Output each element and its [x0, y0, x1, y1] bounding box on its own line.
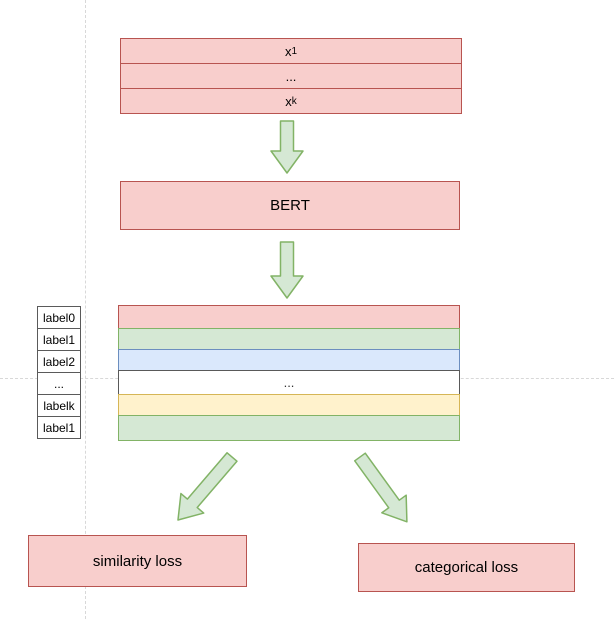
input-row-subscript: k — [291, 95, 297, 107]
label-box: label1 — [37, 328, 81, 351]
embedding-row-green — [118, 328, 460, 350]
label-column: label0 label1 label2 ... labelk label1 — [37, 306, 81, 439]
embedding-row-blue — [118, 349, 460, 371]
arrow-input-to-bert — [270, 120, 304, 174]
vertical-guide-line — [85, 0, 86, 619]
label-box: label1 — [37, 416, 81, 439]
label-box: label0 — [37, 306, 81, 329]
embedding-stack: ... — [118, 305, 460, 441]
input-row-label: ... — [285, 68, 297, 84]
categorical-loss-node: categorical loss — [358, 543, 575, 592]
arrow-to-similarity-loss — [177, 452, 238, 521]
label-box: labelk — [37, 394, 81, 417]
arrow-bert-to-embeddings — [270, 241, 304, 299]
label-box: label2 — [37, 350, 81, 373]
embedding-row-red — [118, 305, 460, 329]
embedding-row-green-2 — [118, 415, 460, 441]
input-row-ellipsis: ... — [120, 63, 462, 89]
bert-node: BERT — [120, 181, 460, 230]
embedding-row-text: ... — [283, 375, 295, 390]
arrow-to-categorical-loss — [353, 452, 408, 523]
input-row-subscript: 1 — [291, 45, 298, 57]
embedding-row-ellipsis: ... — [118, 370, 460, 395]
similarity-loss-label: similarity loss — [92, 552, 183, 570]
similarity-loss-node: similarity loss — [28, 535, 247, 587]
embedding-row-yellow — [118, 394, 460, 416]
bert-label: BERT — [270, 197, 310, 214]
input-row-label: x — [284, 43, 292, 59]
input-row-label: x — [285, 93, 292, 109]
label-box: ... — [37, 372, 81, 395]
categorical-loss-label: categorical loss — [414, 559, 519, 576]
